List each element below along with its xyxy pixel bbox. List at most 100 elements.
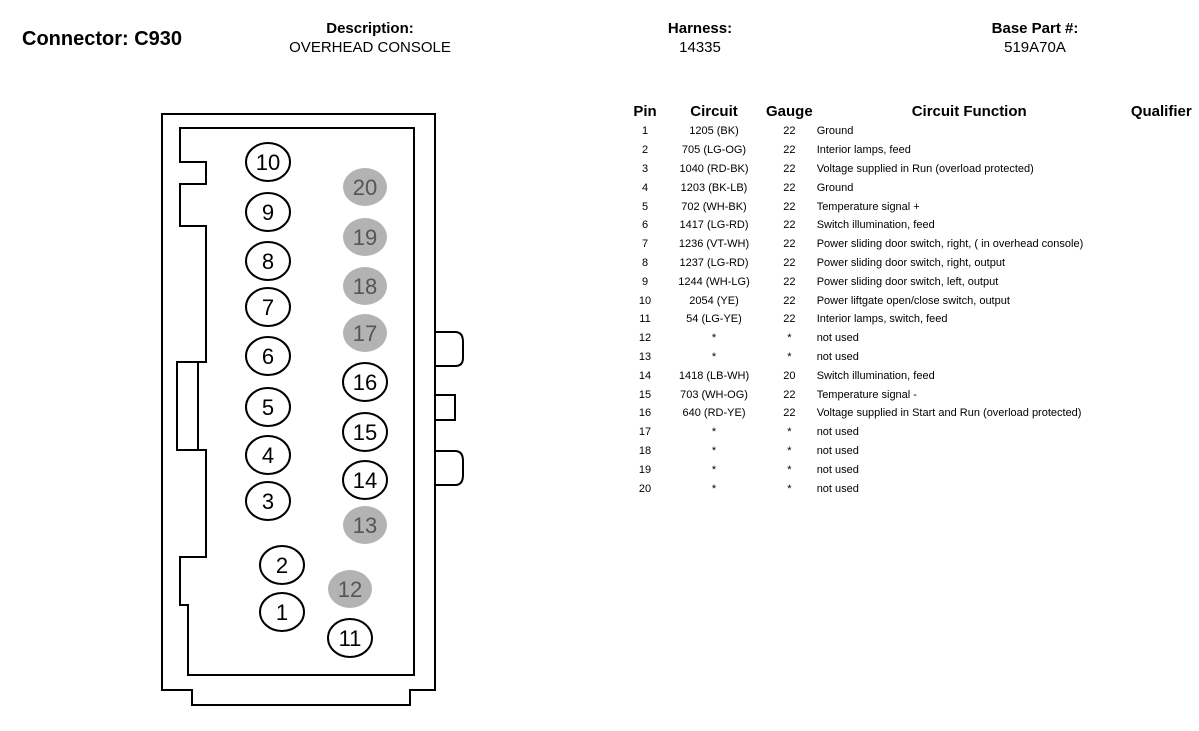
cell-function: Temperature signal -: [816, 388, 917, 401]
pin-6: 6: [245, 336, 291, 376]
cell-function: not used: [816, 444, 859, 457]
pin-20: 20: [343, 168, 387, 206]
cell-qualifier: [1122, 197, 1192, 216]
cell-qualifier: [1122, 122, 1192, 141]
cell-circuit: 1418 (LB-WH): [678, 369, 750, 382]
cell-pin: 15: [638, 388, 652, 401]
pin-cavity: [259, 592, 305, 632]
cell-qualifier: [1122, 385, 1192, 404]
pin-number-label: 1: [276, 600, 288, 625]
cell-circuit: 703 (WH-OG): [680, 388, 748, 401]
cell-gauge: 22: [783, 144, 796, 157]
pin-number-label: 12: [338, 577, 362, 602]
pin-cavity: [245, 287, 291, 327]
cell-function: Voltage supplied in Start and Run (overl…: [816, 407, 1082, 420]
cell-circuit: 1205 (BK): [689, 125, 739, 138]
cell-pin: 8: [641, 256, 649, 269]
cell-pin: 4: [641, 181, 649, 194]
pin-8: 8: [245, 241, 291, 281]
pin-number-label: 19: [353, 225, 377, 250]
pin-17: 17: [343, 314, 387, 352]
pin-15: 15: [342, 412, 388, 452]
cell-gauge: 22: [783, 200, 796, 213]
cell-function: Ground: [816, 125, 854, 138]
cell-pin: 11: [639, 313, 651, 326]
cell-function: Switch illumination, feed: [816, 369, 935, 382]
cell-qualifier: [1122, 329, 1192, 348]
cell-circuit: *: [711, 426, 717, 439]
pin-13: 13: [343, 506, 387, 544]
cell-qualifier: [1122, 442, 1192, 461]
cell-pin: 5: [641, 200, 649, 213]
cell-function: Interior lamps, switch, feed: [816, 313, 948, 326]
cell-function: Voltage supplied in Run (overload protec…: [816, 162, 1034, 175]
cell-gauge: 22: [783, 219, 796, 232]
cell-pin: 10: [638, 294, 652, 307]
pin-cavity: [245, 435, 291, 475]
cell-gauge: *: [787, 463, 792, 476]
pin-14: 14: [342, 460, 388, 500]
pin-cavity: [245, 336, 291, 376]
cell-gauge: 22: [783, 313, 796, 326]
cell-function: Power sliding door switch, right, output: [816, 256, 1006, 269]
cell-qualifier: [1122, 460, 1192, 479]
base-part-value: 519A70A: [1004, 39, 1066, 56]
pin-number-label: 4: [262, 443, 274, 468]
table-row: 20**not used: [628, 479, 1192, 498]
base-part-label: Base Part #:: [991, 20, 1079, 37]
pin-number-label: 15: [353, 420, 377, 445]
pin-cavity: [328, 570, 372, 608]
cell-qualifier: [1122, 348, 1192, 367]
pin-number-label: 6: [262, 344, 274, 369]
pin-cavity: [245, 142, 291, 182]
cell-pin: 6: [641, 219, 649, 232]
cell-function: Power liftgate open/close switch, output: [816, 294, 1010, 307]
pin-9: 9: [245, 192, 291, 232]
table-header-row: Pin Circuit Gauge Circuit Function Quali…: [628, 100, 1192, 122]
pin-number-label: 7: [262, 295, 274, 320]
harness-label: Harness:: [667, 20, 733, 37]
cell-pin: 12: [638, 332, 652, 345]
pin-number-label: 18: [353, 274, 377, 299]
pin-number-label: 11: [339, 626, 362, 651]
cell-function: Ground: [816, 181, 854, 194]
table-row: 18**not used: [628, 442, 1192, 461]
pin-number-label: 8: [262, 249, 274, 274]
cell-qualifier: [1122, 216, 1192, 235]
pin-table: Pin Circuit Gauge Circuit Function Quali…: [628, 100, 1192, 498]
cell-gauge: 22: [783, 162, 796, 175]
connector-housing: [161, 113, 464, 706]
cell-function: not used: [816, 426, 859, 439]
cell-gauge: 22: [783, 238, 796, 251]
cell-gauge: 20: [783, 369, 796, 382]
table-row: 13**not used: [628, 348, 1192, 367]
cell-gauge: *: [787, 426, 792, 439]
cell-circuit: 54 (LG-YE): [686, 313, 742, 326]
pin-1: 1: [259, 592, 305, 632]
pin-number-label: 20: [353, 175, 377, 200]
pin-cavity: [343, 314, 387, 352]
cell-function: not used: [816, 350, 859, 363]
table-row: 19**not used: [628, 460, 1192, 479]
pin-3: 3: [245, 481, 291, 521]
pin-19: 19: [343, 218, 387, 256]
cell-gauge: *: [787, 332, 792, 345]
cell-circuit: 1040 (RD-BK): [679, 162, 749, 175]
table-row: 12**not used: [628, 329, 1192, 348]
cell-qualifier: [1122, 366, 1192, 385]
pin-18: 18: [343, 267, 387, 305]
pin-12: 12: [328, 570, 372, 608]
pin-cavity: [245, 481, 291, 521]
cell-pin: 20: [638, 482, 652, 495]
header-qualifier: Qualifier: [1130, 102, 1192, 120]
